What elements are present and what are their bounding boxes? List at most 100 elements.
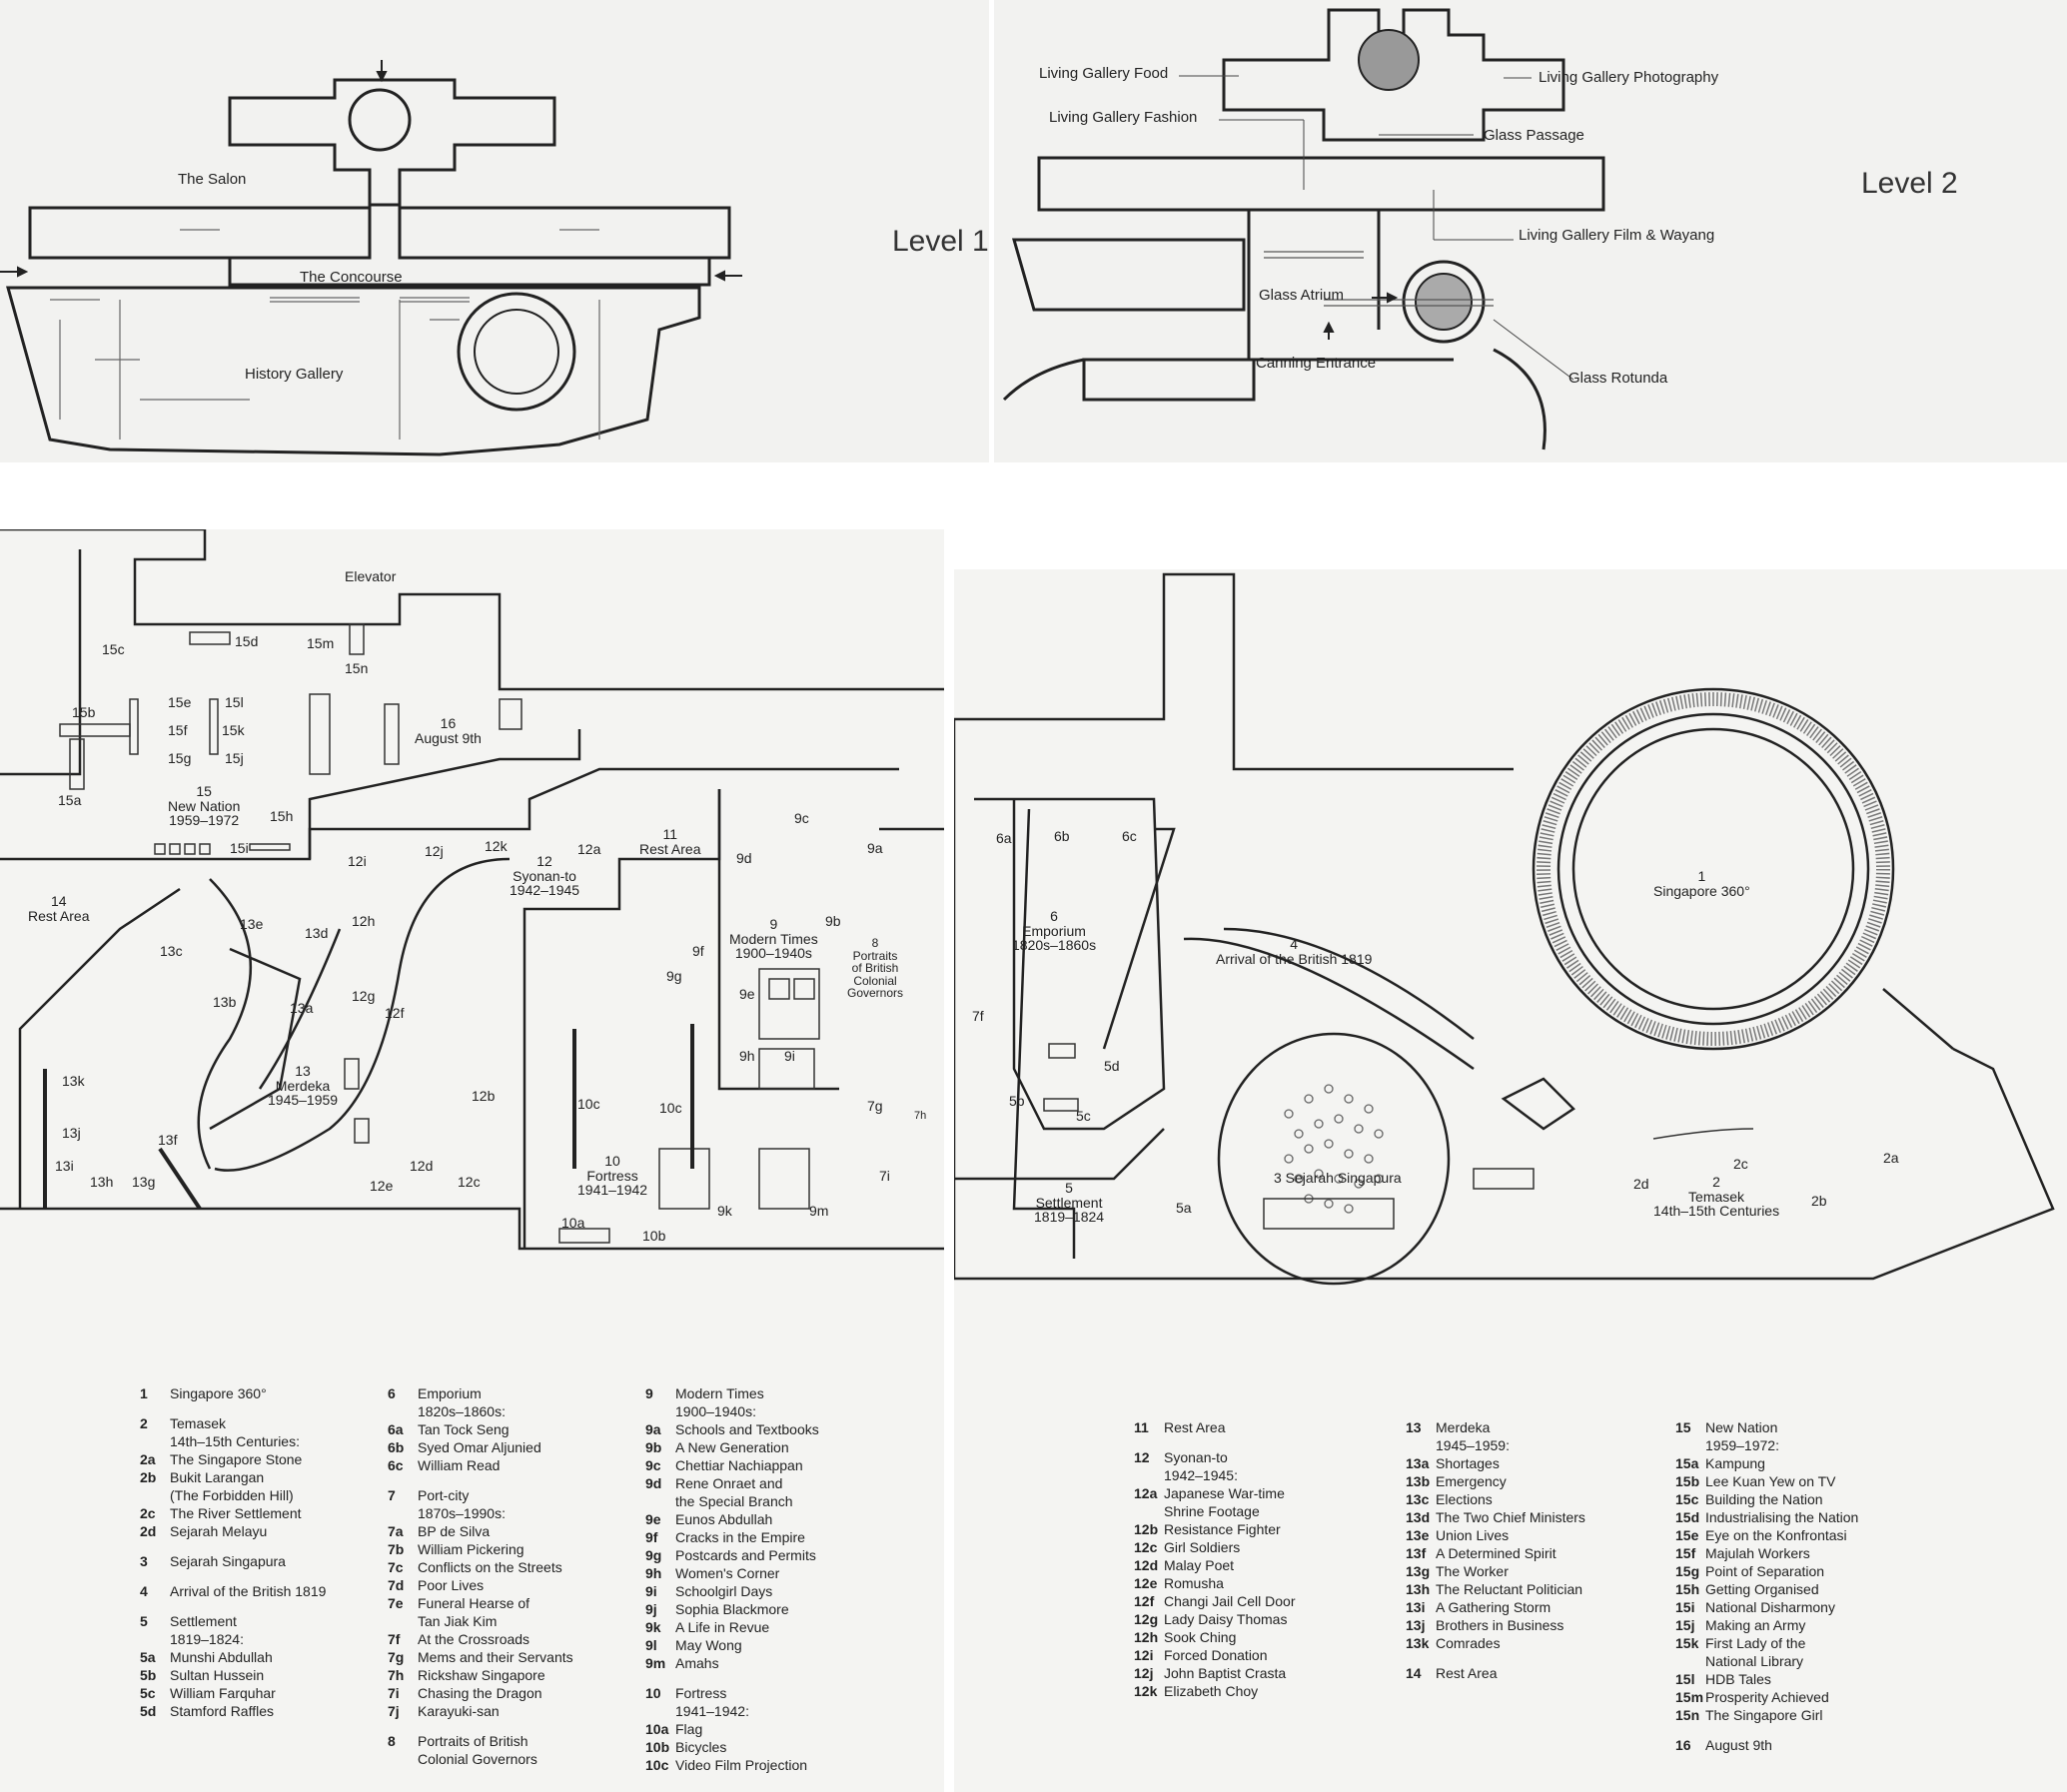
legend-text: HDB Tales <box>1705 1671 1771 1687</box>
glass-rotunda-label: Glass Rotunda <box>1568 370 1668 387</box>
legend-code: 11 <box>1134 1419 1149 1435</box>
legend-code: 2c <box>140 1505 156 1521</box>
legend-text: Sook Ching <box>1164 1629 1237 1645</box>
legend-text: Fortress 1941–1942: <box>675 1685 749 1719</box>
map-code-15g: 15g <box>168 750 192 766</box>
legend-code: 15g <box>1675 1563 1700 1579</box>
legend-text: Karayuki-san <box>418 1703 500 1719</box>
map-code-12a: 12a <box>577 841 601 857</box>
legend-code: 15h <box>1675 1581 1700 1597</box>
map-code-15d: 15d <box>235 633 259 649</box>
map-code-2d: 2d <box>1633 1176 1649 1192</box>
legend-code: 12f <box>1134 1593 1155 1609</box>
map-code-12h: 12h <box>352 913 376 929</box>
map-code-15f: 15f <box>168 722 188 738</box>
legend-text: Majulah Workers <box>1705 1545 1810 1561</box>
map-code-9: 9 Modern Times 1900–1940s <box>729 916 818 962</box>
map-code-4: 4 Arrival of the British 1819 <box>1216 936 1373 967</box>
legend-row: 12h Sook Ching <box>1134 1628 1374 1646</box>
legend-text: Sophia Blackmore <box>675 1601 789 1617</box>
legend-text: Mems and their Servants <box>418 1649 573 1665</box>
map-code-12f: 12f <box>385 1005 405 1021</box>
legend-text: Union Lives <box>1436 1527 1510 1543</box>
legend-text: Schoolgirl Days <box>675 1583 773 1599</box>
legend-text: Arrival of the British 1819 <box>170 1583 327 1599</box>
legend-text: Point of Separation <box>1705 1563 1825 1579</box>
map-code-15m: 15m <box>307 635 335 651</box>
map-code-10b: 10b <box>642 1228 666 1244</box>
legend-text: Eunos Abdullah <box>675 1511 773 1527</box>
living-gallery-film-label: Living Gallery Film & Wayang <box>1519 227 1715 244</box>
legend-code: 15n <box>1675 1707 1700 1723</box>
legend-text: William Read <box>418 1457 501 1473</box>
legend-text: Merdeka 1945–1959: <box>1436 1419 1510 1453</box>
legend-text: Conflicts on the Streets <box>418 1559 562 1575</box>
map-code-15e: 15e <box>168 694 192 710</box>
map-code-13h: 13h <box>90 1174 114 1190</box>
legend-code: 12h <box>1134 1629 1159 1645</box>
legend-text: Forced Donation <box>1164 1647 1268 1663</box>
legend-code: 2a <box>140 1451 156 1467</box>
legend-code: 9d <box>645 1475 662 1491</box>
map-code-9h: 9h <box>739 1048 755 1064</box>
legend-code: 9h <box>645 1565 662 1581</box>
map-code-1: 1 Singapore 360° <box>1653 868 1750 899</box>
map-code-7h: 7h <box>914 1110 927 1122</box>
map-code-5c: 5c <box>1076 1108 1091 1124</box>
legend-text: Resistance Fighter <box>1164 1521 1281 1537</box>
legend-text: Lady Daisy Thomas <box>1164 1611 1288 1627</box>
legend-code: 15a <box>1675 1455 1699 1471</box>
legend-code: 12c <box>1134 1539 1158 1555</box>
map-code-13g: 13g <box>132 1174 156 1190</box>
map-code-13c: 13c <box>160 943 183 959</box>
legend-text: Emergency <box>1436 1473 1507 1489</box>
legend-code: 12a <box>1134 1485 1158 1501</box>
map-code-9m: 9m <box>809 1203 829 1219</box>
legend-text: BP de Silva <box>418 1523 491 1539</box>
level2-floorplan-panel: Living Gallery Food Living Gallery Photo… <box>994 0 2067 462</box>
map-code-12d: 12d <box>410 1158 434 1174</box>
legend-code: 12i <box>1134 1647 1154 1663</box>
legend-code: 9 <box>645 1385 653 1401</box>
legend-row: 12i Forced Donation <box>1134 1646 1374 1664</box>
legend-text: Shortages <box>1436 1455 1500 1471</box>
legend-text: Bukit Larangan (The Forbidden Hill) <box>170 1469 294 1503</box>
history-gallery-label: History Gallery <box>245 366 344 383</box>
legend-code: 6 <box>388 1385 396 1401</box>
legend-code: 7f <box>388 1631 401 1647</box>
legend-text: Comrades <box>1436 1635 1501 1651</box>
legend-text: Rest Area <box>1436 1665 1498 1681</box>
legend-code: 15e <box>1675 1527 1699 1543</box>
living-gallery-photography-label: Living Gallery Photography <box>1539 69 1719 86</box>
map-code-7f: 7f <box>972 1008 984 1024</box>
living-gallery-fashion-label: Living Gallery Fashion <box>1049 109 1198 126</box>
legend-text: Malay Poet <box>1164 1557 1235 1573</box>
